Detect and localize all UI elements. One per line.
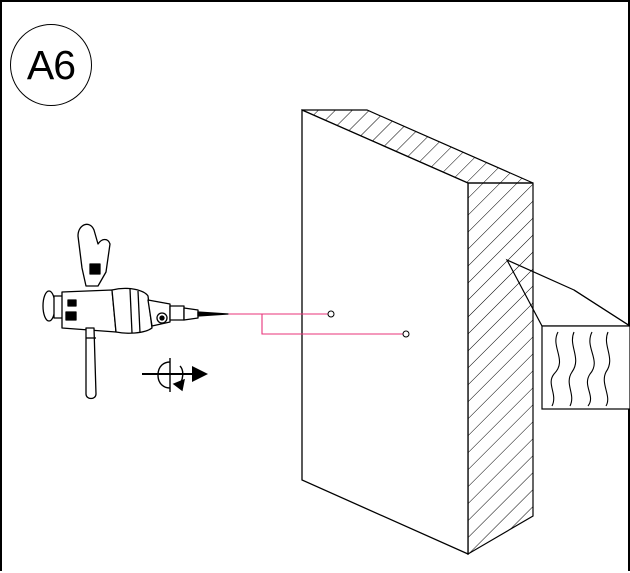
drill-mark-upper: [327, 310, 335, 318]
wood-grain: [550, 331, 611, 407]
drill-icon: [42, 223, 229, 400]
wall-panel: [301, 109, 534, 556]
step-badge: A6: [10, 24, 92, 106]
guide-lines: [228, 313, 404, 335]
drill-mark-lower: [402, 330, 410, 338]
step-label: A6: [26, 41, 76, 88]
direction-arrow-icon: [142, 366, 208, 382]
wood-batten: [505, 258, 630, 410]
